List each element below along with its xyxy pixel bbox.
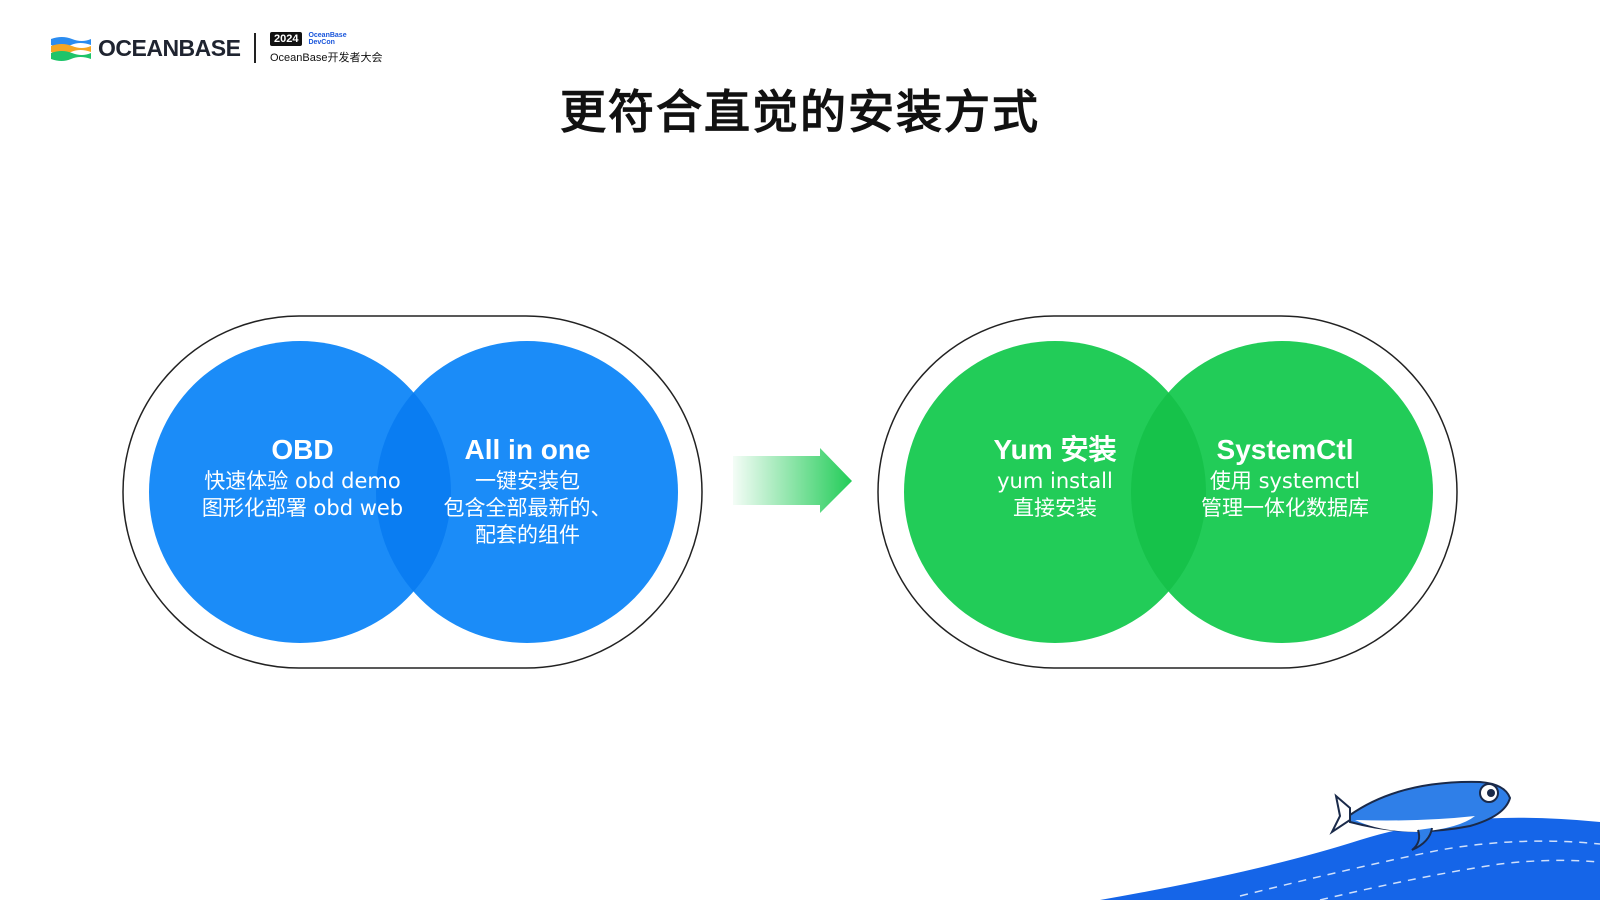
obd-line-1: 快速体验 obd demo [204, 469, 401, 493]
yum-heading: Yum 安装 [993, 434, 1117, 465]
yum-line-1: yum install [997, 469, 1113, 493]
all-in-one-line-2: 包含全部最新的、 [443, 496, 612, 520]
brand-name: OCEANBASE [98, 34, 241, 61]
header: OCEANBASE 2024 OceanBase DevCon OceanBas… [50, 30, 382, 66]
left-capsule-outline [122, 315, 703, 669]
right-capsule-outline [877, 315, 1458, 669]
devcon-badge: 2024 OceanBase DevCon OceanBase开发者大会 [269, 31, 383, 65]
arrow-icon [733, 448, 852, 513]
yum-circle [904, 341, 1206, 643]
systemctl-label: SystemCtl 使用 systemctl 管理一体化数据库 [1175, 432, 1395, 522]
systemctl-line-1: 使用 systemctl [1209, 469, 1361, 493]
obd-line-2: 图形化部署 obd web [201, 496, 404, 520]
obd-heading: OBD [271, 434, 334, 465]
obd-label: OBD 快速体验 obd demo 图形化部署 obd web [150, 432, 455, 522]
header-divider [254, 33, 256, 63]
yum-label: Yum 安装 yum install 直接安装 [955, 432, 1155, 522]
systemctl-line-2: 管理一体化数据库 [1201, 496, 1369, 520]
page-title: 更符合直觉的安装方式 [560, 85, 1040, 139]
all-in-one-line-1: 一键安装包 [475, 469, 580, 493]
conference-name: OceanBase开发者大会 [269, 51, 383, 64]
event-line1: OceanBase [308, 31, 347, 39]
event-line2: DevCon [308, 38, 335, 46]
wave-decoration [1100, 780, 1600, 900]
oceanbase-logo-icon [51, 37, 91, 61]
all-in-one-label: All in one 一键安装包 包含全部最新的、 配套的组件 [420, 432, 635, 549]
yum-line-2: 直接安装 [1013, 496, 1097, 520]
all-in-one-line-3: 配套的组件 [475, 523, 580, 547]
systemctl-circle [1131, 341, 1433, 643]
obd-circle [149, 341, 451, 643]
all-in-one-circle [376, 341, 678, 643]
event-year: 2024 [269, 31, 303, 46]
all-in-one-heading: All in one [464, 434, 591, 465]
fish-mascot-icon [1329, 780, 1512, 851]
systemctl-heading: SystemCtl [1216, 434, 1354, 465]
